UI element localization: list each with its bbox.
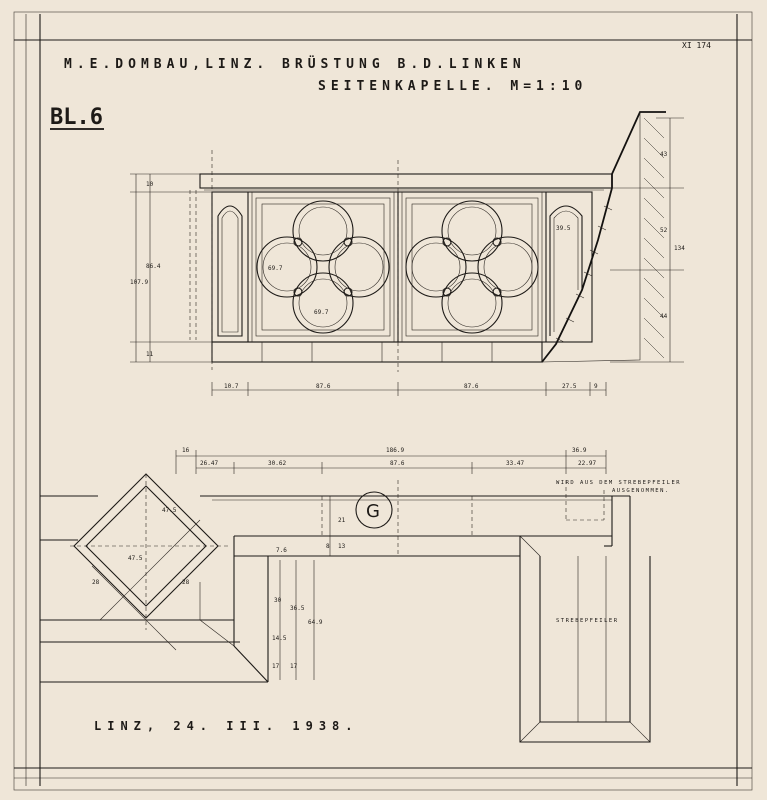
plan-dim-top-3: 87.6 <box>390 460 405 467</box>
plan-dim-top-2: 30.62 <box>268 460 286 467</box>
plan-dim-top-1: 26.47 <box>200 460 218 467</box>
footer-date: LINZ, 24. III. 1938. <box>94 719 359 733</box>
section-marker: G <box>366 501 380 522</box>
elev-dim-left-2: 107.9 <box>130 279 148 286</box>
plan-dim-top-6: 22.97 <box>578 460 596 467</box>
plan-vdim-1: 13 <box>338 543 346 550</box>
elev-dim-left-0: 10 <box>146 181 154 188</box>
elev-dim-right-3: 134 <box>674 245 685 252</box>
plan-dimensions <box>175 450 607 680</box>
plan-note-line-1: WIRD AUS DEM STREBEPFEILER <box>556 480 681 486</box>
title-line-1: M.E.DOMBAU,LINZ. BRÜSTUNG B.D.LINKEN <box>64 56 526 72</box>
balustrade-elevation <box>189 111 666 372</box>
elev-inner-label-0: 69.7 <box>268 265 283 272</box>
elev-inner-label-1: 69.7 <box>314 309 329 316</box>
corner-reference: XI 174 <box>682 41 711 50</box>
elev-dim-bottom-1: 87.6 <box>316 383 331 390</box>
plan-dim-top-4: 33.47 <box>506 460 524 467</box>
title-line-2: SEITENKAPELLE. M=1:10 <box>318 79 587 94</box>
elev-dim-bottom-4: 9 <box>594 383 598 390</box>
border-frame <box>14 14 752 786</box>
plan-vdim-9: 17 <box>290 663 298 670</box>
plan-vdim-4: 30 <box>274 597 282 604</box>
elev-dim-bottom-2: 87.6 <box>464 383 479 390</box>
diamond-label-3: 28 <box>182 579 190 586</box>
plan-vdim-2: 8 <box>326 543 330 550</box>
elev-dim-right-2: 44 <box>660 313 668 320</box>
sheet-number: BL.6 <box>50 105 103 130</box>
plan-dim-top-total: 186.9 <box>386 447 404 454</box>
plan-vdim-3: 7.6 <box>276 547 287 554</box>
balustrade-plan: G <box>40 473 651 743</box>
elev-dim-left-3: 11 <box>146 351 154 358</box>
elev-dim-bottom-0: 10.7 <box>224 383 239 390</box>
elev-dim-right-0: 43 <box>660 151 668 158</box>
plan-vdim-6: 64.9 <box>308 619 323 626</box>
plan-vdim-7: 14.5 <box>272 635 287 642</box>
plan-vdim-8: 17 <box>272 663 280 670</box>
plan-vdim-0: 21 <box>338 517 346 524</box>
diamond-label-2: 28 <box>92 579 100 586</box>
diamond-label-1: 47.5 <box>128 555 143 562</box>
paper-edge <box>13 11 753 791</box>
elev-inner-label-2: 39.5 <box>556 225 571 232</box>
diamond-label-0: 47.5 <box>162 507 177 514</box>
plan-dim-top-0: 16 <box>182 447 190 454</box>
elev-dim-left-1: 86.4 <box>146 263 161 270</box>
plan-dim-top-5: 36.9 <box>572 447 587 454</box>
elev-dim-bottom-3: 27.5 <box>562 383 577 390</box>
elev-dim-right-1: 52 <box>660 227 668 234</box>
elevation-dimensions <box>130 117 684 396</box>
plan-note-line-2: AUSGENOMMEN. <box>612 488 670 494</box>
pier-label: STREBEPFEILER <box>556 618 619 624</box>
plan-vdim-5: 36.5 <box>290 605 305 612</box>
